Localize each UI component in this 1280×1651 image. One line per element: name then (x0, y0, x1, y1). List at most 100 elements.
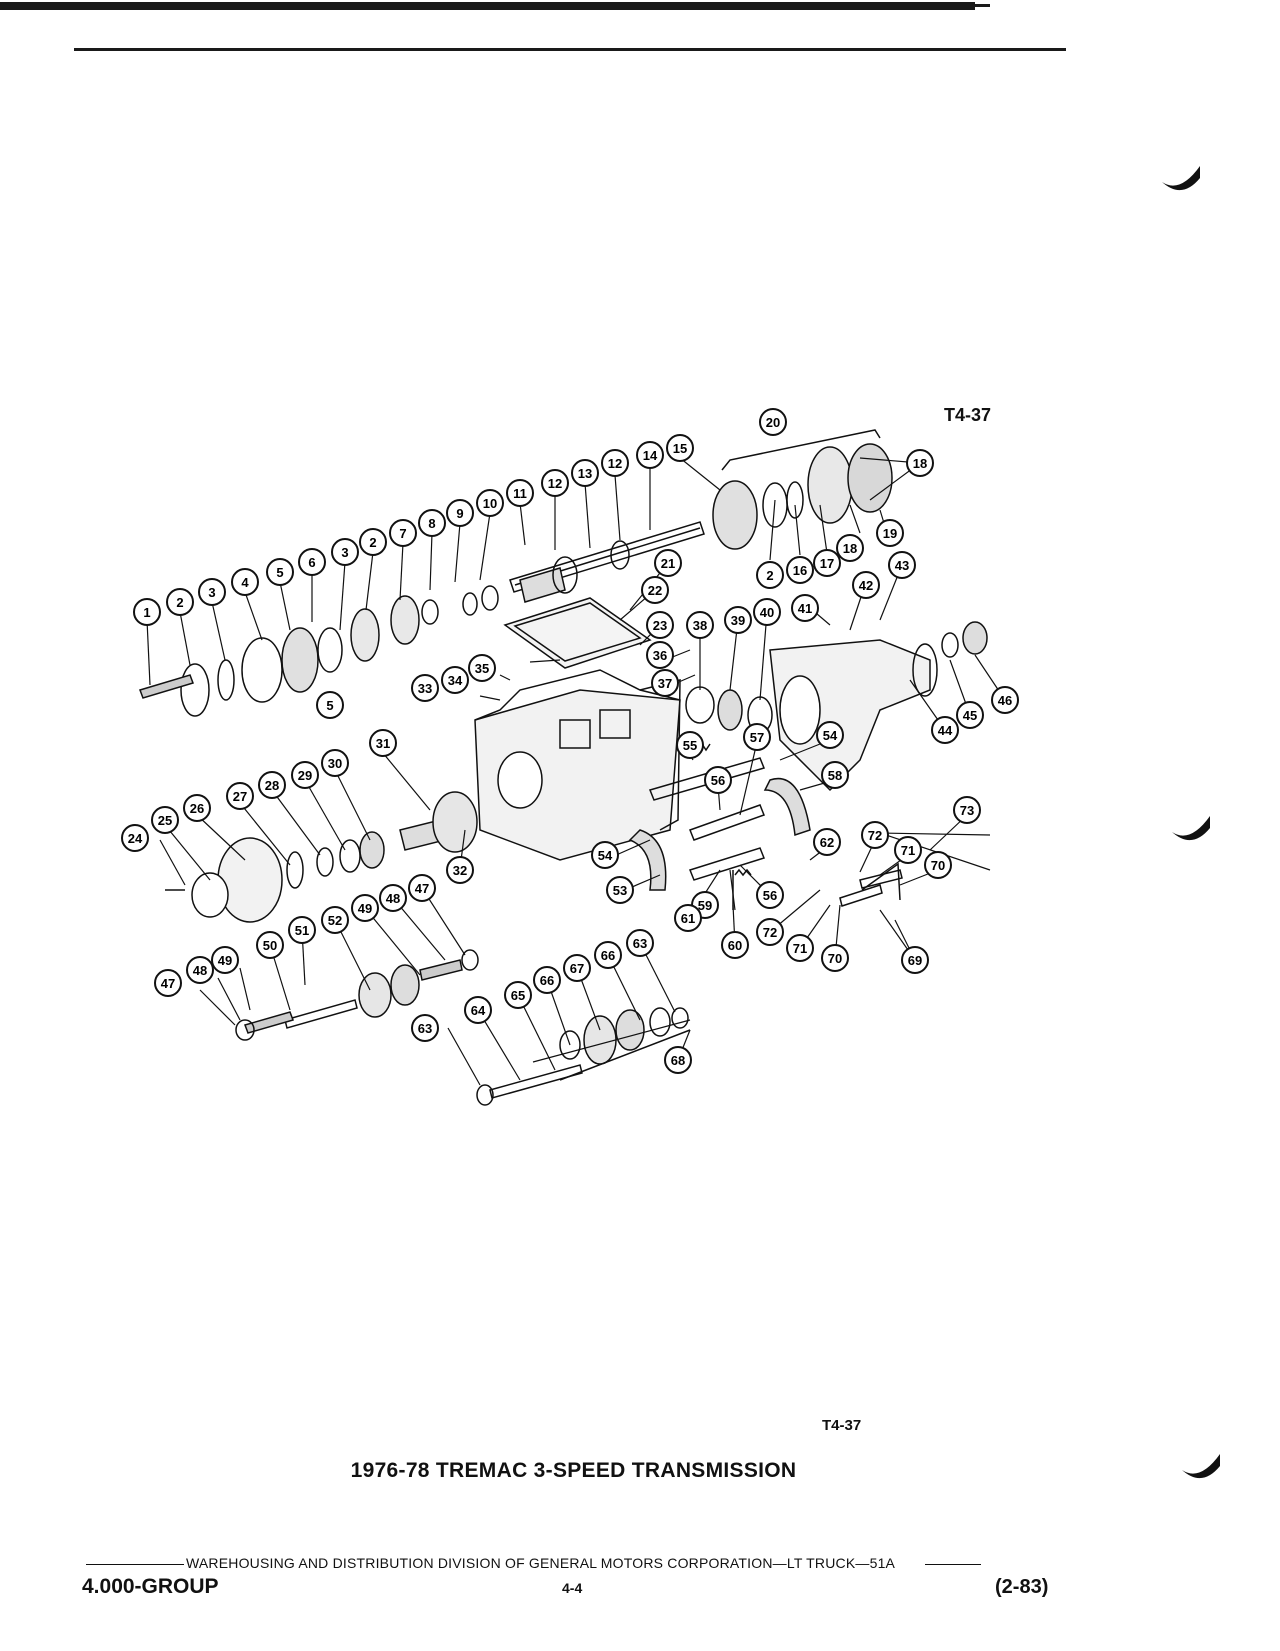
callout-48: 48 (379, 884, 407, 912)
callout-number: 54 (823, 728, 838, 743)
callout-66: 66 (594, 941, 622, 969)
callout-circle (211, 946, 239, 974)
callout-number: 31 (376, 736, 390, 751)
callout-70: 70 (924, 851, 952, 879)
callout-number: 26 (190, 801, 204, 816)
callout-72: 72 (861, 821, 889, 849)
callout-71: 71 (786, 934, 814, 962)
callout-circle (953, 796, 981, 824)
callout-18: 18 (906, 449, 934, 477)
callout-3: 3 (331, 538, 359, 566)
callout-circle (506, 479, 534, 507)
callout-44: 44 (931, 716, 959, 744)
callout-39: 39 (724, 606, 752, 634)
callout-circle (956, 701, 984, 729)
callout-56: 56 (704, 766, 732, 794)
callout-50: 50 (256, 931, 284, 959)
callout-number: 30 (328, 756, 342, 771)
callout-circle (901, 946, 929, 974)
callout-number: 3 (341, 545, 348, 560)
callout-circle (186, 956, 214, 984)
callout-circle (316, 691, 344, 719)
diagram-parts (139, 429, 1006, 1106)
callout-circle (476, 489, 504, 517)
callout-number: 2 (176, 595, 183, 610)
footer-group-label: 4.000-GROUP (82, 1575, 219, 1598)
callout-number: 20 (766, 415, 780, 430)
callout-circle (121, 824, 149, 852)
callout-number: 51 (295, 923, 309, 938)
callout-29: 29 (291, 761, 319, 789)
callout-number: 71 (793, 941, 807, 956)
callout-circle (756, 881, 784, 909)
callout-56: 56 (756, 881, 784, 909)
callout-number: 15 (673, 441, 687, 456)
callout-32: 32 (446, 856, 474, 884)
callout-number: 70 (828, 951, 842, 966)
callout-circle (686, 611, 714, 639)
callout-circle (441, 666, 469, 694)
callout-circle (852, 571, 880, 599)
callout-circle (291, 761, 319, 789)
callout-5: 5 (316, 691, 344, 719)
callout-number: 69 (908, 953, 922, 968)
callout-number: 66 (540, 973, 554, 988)
callout-circle (646, 611, 674, 639)
callout-circle (646, 641, 674, 669)
callout-number: 1 (143, 605, 150, 620)
footer-page-number: 4-4 (562, 1580, 583, 1596)
callout-5: 5 (266, 558, 294, 586)
callout-number: 57 (750, 730, 764, 745)
margin-check-mark-icon (1182, 1454, 1220, 1479)
callout-25: 25 (151, 806, 179, 834)
callout-43: 43 (888, 551, 916, 579)
callout-circle (541, 469, 569, 497)
callout-number: 56 (711, 773, 725, 788)
callout-57: 57 (743, 723, 771, 751)
callout-60: 60 (721, 931, 749, 959)
callout-24: 24 (121, 824, 149, 852)
callout-17: 17 (813, 549, 841, 577)
callout-number: 72 (868, 828, 882, 843)
callout-circle (721, 931, 749, 959)
callout-41: 41 (791, 594, 819, 622)
callout-68: 68 (664, 1046, 692, 1074)
callout-55: 55 (676, 731, 704, 759)
callout-number: 22 (648, 583, 662, 598)
callout-circle (756, 561, 784, 589)
callout-circle (756, 918, 784, 946)
callout-number: 6 (308, 555, 315, 570)
callout-35: 35 (468, 654, 496, 682)
callout-circle (894, 836, 922, 864)
callout-number: 60 (728, 938, 742, 953)
callout-54: 54 (591, 841, 619, 869)
callout-circle (198, 578, 226, 606)
callout-number: 48 (193, 963, 207, 978)
margin-check-mark-icon (1172, 816, 1210, 841)
callout-number: 2 (766, 568, 773, 583)
callout-circle (861, 821, 889, 849)
callout-number: 56 (763, 888, 777, 903)
figure-id-top: T4-37 (944, 405, 992, 425)
callout-number: 41 (798, 601, 812, 616)
callout-circle (571, 459, 599, 487)
callout-circle (724, 606, 752, 634)
callout-circle (906, 449, 934, 477)
callout-number: 70 (931, 858, 945, 873)
callout-13: 13 (571, 459, 599, 487)
callout-9: 9 (446, 499, 474, 527)
callout-number: 11 (513, 486, 527, 501)
callout-circle (359, 528, 387, 556)
callout-circle (446, 856, 474, 884)
callout-circle (924, 851, 952, 879)
callout-number: 63 (418, 1021, 432, 1036)
callout-number: 61 (681, 911, 695, 926)
callout-number: 34 (448, 673, 463, 688)
callout-number: 68 (671, 1053, 685, 1068)
callout-number: 49 (218, 953, 232, 968)
callout-number: 18 (843, 541, 857, 556)
callout-52: 52 (321, 906, 349, 934)
callout-16: 16 (786, 556, 814, 584)
callout-number: 65 (511, 988, 525, 1003)
callout-circle (504, 981, 532, 1009)
